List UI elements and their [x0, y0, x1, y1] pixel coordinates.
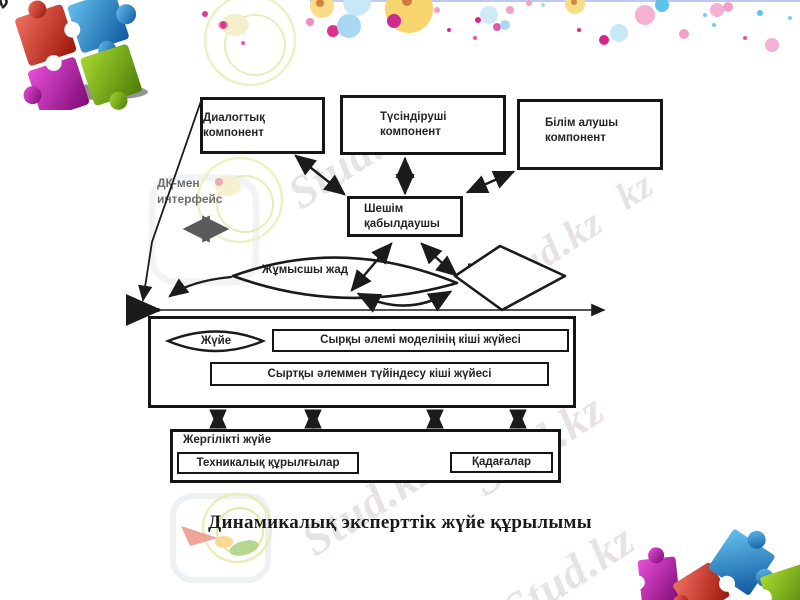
confetti-dot — [571, 0, 577, 5]
confetti-dot — [712, 23, 716, 27]
confetti-dot — [480, 6, 498, 24]
subsystem-world-interface-box: Сыртқы әлеммен түйіндесу кіші жүйесі — [210, 362, 549, 386]
node-dialog-label: Диалогтық компонент — [203, 111, 265, 139]
confetti-dot — [788, 16, 792, 20]
stud-logo-watermark-bottom — [170, 492, 273, 583]
confetti-dot — [500, 20, 510, 30]
confetti-dot — [655, 0, 669, 12]
diagram-caption: Динамикалық эксперттік жүйе құрылымы — [208, 512, 592, 533]
stud-kz-watermark-text: kz — [608, 163, 662, 219]
confetti-dot — [565, 0, 585, 14]
node-working-memory-label: Жұмысшы жад — [261, 264, 349, 276]
confetti-dot — [757, 10, 763, 16]
confetti-dot — [434, 7, 440, 13]
sensors-box: Қадағалар — [450, 452, 553, 473]
stud-kz-watermark-text: Stud.kz — [478, 199, 611, 307]
top-accent-line — [310, 0, 800, 2]
confetti-dot — [599, 35, 609, 45]
confetti-dot — [306, 18, 314, 26]
confetti-dot — [447, 28, 451, 32]
subsystem-world-model-label: Сырқы әлемі моделінің кіші жүйесі — [320, 334, 521, 347]
node-system-label: Жүйе — [200, 335, 232, 347]
technical-devices-box: Техникалық құрылғылар — [177, 452, 359, 474]
confetti-dot — [577, 28, 581, 32]
node-knowledge-base-label: Білім базасы — [467, 263, 543, 275]
confetti-dot — [337, 14, 361, 38]
confetti-dot — [679, 29, 689, 39]
confetti-dot — [475, 17, 481, 23]
confetti-dot — [473, 36, 477, 40]
node-explainer-label: Түсіндіруші компонент — [380, 111, 447, 138]
node-decision-label: Шешім қабылдаушы — [364, 202, 440, 230]
confetti-dot — [387, 14, 401, 28]
confetti-dot — [327, 25, 339, 37]
local-system-label: Жергілікті жүйе — [183, 434, 272, 446]
subsystem-world-model-box: Сырқы әлемі моделінің кіші жүйесі — [272, 329, 569, 352]
confetti-dot — [743, 36, 747, 40]
confetti-dot — [610, 24, 628, 42]
confetti-dot — [343, 0, 371, 16]
confetti-dot — [506, 6, 514, 14]
technical-devices-label: Техникалық құрылғылар — [196, 456, 340, 469]
dk-interface-label: ДҚ-мен интерфейс — [157, 176, 223, 207]
node-learner-component: Білім алушы компонент — [517, 99, 663, 170]
node-dialog-component: Диалогтық компонент — [200, 97, 325, 154]
node-learner-label: Білім алушы компонент — [545, 116, 619, 144]
confetti-dot — [402, 0, 412, 6]
subsystem-world-interface-label: Сыртқы әлеммен түйіндесу кіші жүйесі — [267, 367, 492, 380]
confetti-dot — [526, 0, 532, 6]
confetti-dot — [703, 13, 707, 17]
confetti-dot — [316, 0, 324, 7]
node-decision-maker: Шешім қабылдаушы — [347, 196, 463, 237]
sensors-label: Қадағалар — [471, 456, 532, 469]
confetti-dot — [710, 3, 724, 17]
confetti-dot — [493, 23, 501, 31]
confetti-dot — [765, 38, 779, 52]
node-explainer-component: Түсіндіруші компонент — [340, 95, 506, 155]
confetti-dot — [723, 2, 733, 12]
confetti-dot — [541, 3, 545, 7]
confetti-dot — [635, 5, 655, 25]
